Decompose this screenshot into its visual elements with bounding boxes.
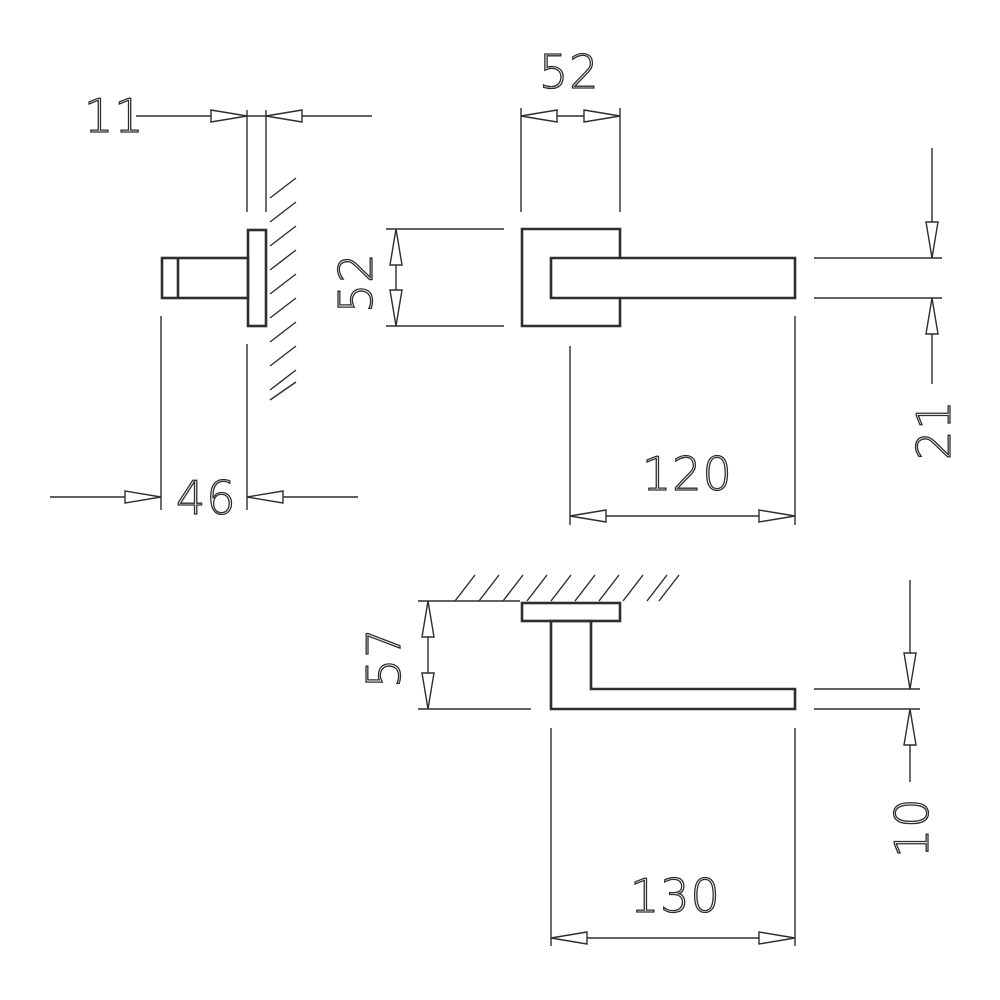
dimension-11: 11 bbox=[83, 88, 372, 212]
arrow bbox=[903, 652, 917, 690]
top-view-wall-hatch bbox=[454, 574, 680, 602]
side-view: 11 46 bbox=[50, 88, 372, 526]
side-view-rose bbox=[246, 228, 268, 328]
arrow bbox=[389, 228, 403, 266]
arrow bbox=[550, 931, 588, 945]
dimension-label-21: 21 bbox=[907, 399, 961, 460]
arrow bbox=[520, 109, 558, 123]
top-view: 57 130 10 bbox=[356, 574, 940, 946]
dimension-21: 21 bbox=[814, 148, 962, 461]
dimension-57: 57 bbox=[356, 600, 531, 710]
dimension-label-52-width: 52 bbox=[539, 45, 600, 99]
arrow bbox=[210, 109, 248, 123]
dimension-120: 120 bbox=[569, 316, 796, 525]
dimension-label-57: 57 bbox=[357, 627, 411, 688]
dimension-46: 46 bbox=[50, 316, 358, 526]
dimension-label-130: 130 bbox=[630, 869, 721, 923]
arrow bbox=[583, 109, 621, 123]
dimension-label-11: 11 bbox=[84, 89, 145, 143]
front-view-rose-lever-outline bbox=[520, 227, 797, 328]
arrow bbox=[569, 509, 607, 523]
arrow bbox=[758, 509, 796, 523]
arrow bbox=[925, 297, 939, 335]
side-view-wall-hatch bbox=[269, 177, 297, 401]
side-view-lever-stub bbox=[160, 256, 250, 300]
arrow bbox=[265, 109, 303, 123]
top-view-lever bbox=[549, 619, 797, 711]
dimension-label-120: 120 bbox=[642, 447, 733, 501]
front-view: 52 52 120 21 bbox=[328, 44, 962, 525]
dimension-52-height: 52 bbox=[328, 228, 504, 327]
dimension-52-width: 52 bbox=[520, 44, 621, 212]
arrow bbox=[124, 490, 162, 504]
arrow bbox=[421, 600, 435, 638]
arrow bbox=[903, 708, 917, 746]
dimension-label-46: 46 bbox=[176, 471, 237, 525]
front-view-lever-inner bbox=[549, 256, 620, 300]
arrow bbox=[389, 289, 403, 327]
arrow bbox=[421, 672, 435, 710]
dimension-label-10: 10 bbox=[885, 797, 939, 858]
arrow bbox=[925, 221, 939, 259]
dimension-130: 130 bbox=[550, 728, 796, 946]
dimension-10: 10 bbox=[814, 580, 940, 859]
dimension-label-52-height: 52 bbox=[329, 252, 383, 313]
arrow bbox=[246, 490, 284, 504]
top-view-rose bbox=[520, 601, 622, 623]
arrow bbox=[758, 931, 796, 945]
